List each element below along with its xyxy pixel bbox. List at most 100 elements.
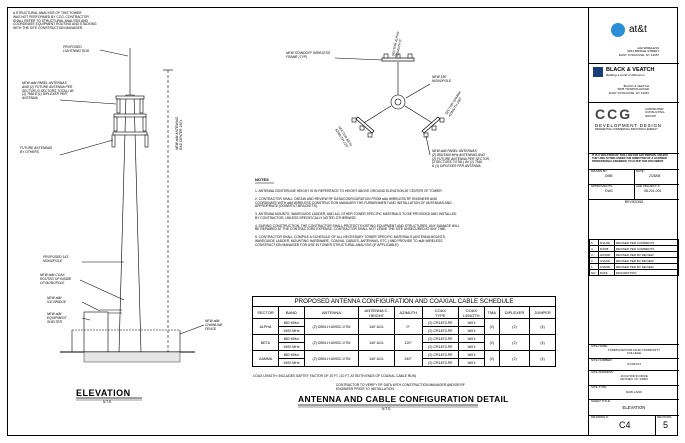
schedule-cell: (2) CR1873-PE (421, 334, 460, 343)
schedule-header: TMA (483, 306, 500, 319)
revision-header: DESCRIPTION (613, 269, 680, 276)
schedule-cell: 140' AGL (358, 350, 395, 367)
ccg-design: DEVELOPMENT DESIGN (595, 123, 662, 128)
schedule-cell: (2) CR1873-PE (421, 318, 460, 327)
bv-name: BLACK & VEATCH (606, 67, 655, 73)
schedule-cell: (2) DBXLH-6090C-VTM (303, 318, 360, 335)
schedule-cell: BETA (251, 334, 280, 351)
antenna-schedule: PROPOSED ANTENNA CONFIGURATION AND COAXI… (251, 296, 556, 367)
schedule-header: DIPLEXER (498, 306, 531, 319)
schedule-cell: ALPHA (251, 318, 280, 335)
label-plan-panels: NEW at&t PANEL ANTENNAS (2) 850/1900 MHz… (432, 149, 490, 169)
schedule-header: ANTENNA (303, 306, 360, 319)
schedule-cell: (2) CR1873-PE (421, 326, 460, 335)
equipment-shelter (83, 311, 109, 353)
ccg-logo: CCG (595, 106, 633, 122)
note-item: 5. CONTRACTOR SHALL COMPILE A SCHEDULE O… (255, 235, 446, 247)
schedule-cell: GAMMA (251, 350, 280, 367)
schedule-cell: (2) CR1873-PE (421, 358, 460, 367)
verify-note: CONTRACTOR TO VERIFY RF DATA WITH CONSTR… (336, 383, 465, 391)
label-elev-panels: NEW at&t PANEL ANTENNAS AND (2) FUTURE A… (22, 81, 74, 101)
schedule-cell: 240° (393, 350, 423, 367)
bv-address: BLACK & VEATCH 6835 TOWPATH ROAD EAST SY… (609, 84, 650, 95)
drawing-value: C4 (619, 420, 631, 430)
antenna-mount-low (112, 131, 148, 136)
schedule-cell: (2) DBXLH-6090C-VTM (303, 334, 360, 351)
detail-scale: N.T.S. (382, 407, 391, 411)
label-ice-bridge: NEW at&t ICE BRIDGE (47, 296, 67, 304)
schedule-cell: 140' AGL (358, 334, 395, 351)
bv-tagline: Building a world of difference (606, 73, 645, 77)
note-item: 4. DURING CONSTRUCTION, THE CONTRACTOR S… (255, 223, 460, 232)
schedule-header: COAX LENGTH (458, 306, 485, 319)
schedule-cell: 160'± (458, 318, 485, 327)
structural-note: A STRUCTURAL ANALYSIS OF THIS TOWER WAS … (13, 11, 97, 31)
note-item: 1. ANTENNA CENTERLINE HEIGHT IS IN REFER… (255, 189, 443, 193)
sector-frames (355, 57, 441, 134)
label-coax: NEW at&t COAX ROUTED UP INSIDE OF MONOPO… (40, 273, 72, 285)
schedule-header: ANTENNA C. HEIGHT (358, 306, 395, 319)
label-new-monopole: NEW 150' MONOPOLE (432, 75, 452, 83)
att-logo: at&t (629, 24, 647, 35)
sheet-title-value: ELEVATION (622, 405, 646, 410)
label-lightning-rod: PROPOSED LIGHTNING ROD (63, 45, 90, 53)
schedule-cell: (2) (483, 318, 500, 335)
note-item: 3. ANTENNA MOUNTS, WAVEGUIDE LADDER, AND… (255, 212, 457, 220)
schedule-cell: (2) CR1873-PE (421, 342, 460, 351)
date-label: DATE: (636, 169, 645, 173)
site-type-label: SITE TYPE: (591, 385, 608, 389)
project-label: A&E PROJECT #: (636, 184, 661, 188)
antenna-panels (111, 98, 149, 148)
site-type-value: RAW LAND (626, 390, 642, 394)
antenna-mount-top (115, 95, 145, 100)
schedule-header: COAX TYPE (421, 306, 460, 319)
sheet-title-label: SHEET TITLE: (591, 399, 611, 403)
drawn-label: DRAWN BY: (591, 169, 608, 173)
schedule-cell: 160'± (458, 342, 485, 351)
elevation-title: ELEVATION (76, 388, 131, 398)
revisions-title: REVISIONS (624, 200, 644, 204)
label-chainlink-fence: NEW at&t CHAINLINK FENCE (205, 319, 223, 331)
site-number-label: SITE NUMBER: (591, 358, 613, 362)
schedule-cell: 850 MHz/ (278, 334, 305, 343)
revision-value: 5 (663, 420, 669, 430)
att-address: at&t WIRELESS 6841 BRIDGE STREET EAST SY… (619, 46, 660, 57)
schedule-header: SECTOR (251, 306, 280, 319)
schedule-cell: 160'± (458, 358, 485, 367)
schedule-cell: 1900 MHz (278, 342, 305, 351)
schedule-cell: 0° (393, 318, 423, 335)
att-globe-icon (611, 23, 625, 37)
label-future-antennas: FUTURE ANTENNAS BY OTHERS (20, 146, 53, 154)
schedule-cell: 120° (393, 334, 423, 351)
title-block: at&t at&t WIRELESS 6841 BRIDGE STREET EA… (588, 7, 680, 436)
elevation-scale: N.T.S. (103, 400, 112, 404)
schedule-cell: 1900 MHz (278, 326, 305, 335)
schedule-footnote: COAX LENGTH: INCLUDES SAFTEY FACTOR OF 2… (253, 374, 417, 378)
schedule-cell: (2) DBXLH-6090C-VTM (303, 350, 360, 367)
schedule-cell: (4) (529, 318, 556, 335)
schedule-cell: 160'± (458, 334, 485, 343)
schedule-header: AZIMUTH (393, 306, 423, 319)
schedule-cell: 160'± (458, 350, 485, 359)
site-number-value: SY-08-107 (626, 362, 642, 366)
notes-list: 1. ANTENNA CENTERLINE HEIGHT IS IN REFER… (255, 189, 580, 252)
label-rad-center: NEW at&t ANTENNAS RAD CENTER 140'± (175, 116, 183, 150)
schedule-cell: (2) CR1873-PE (421, 350, 460, 359)
detail-title: ANTENNA AND CABLE CONFIGURATION DETAIL (298, 394, 509, 404)
sheet-border (7, 7, 678, 436)
note-item: 2. CONTRACTOR SHALL OBTAIN AND REVIEW RF… (255, 196, 452, 209)
schedule-header: JUMPER (529, 306, 556, 319)
schedule-cell: (2) (498, 350, 531, 367)
date-value: 2/25/08 (649, 174, 661, 178)
schedule-cell: (4) (529, 350, 556, 367)
revision-label: REVISION: (657, 415, 673, 419)
ccg-firm: CARPENTER CONSULTING GROUP (645, 107, 665, 118)
schedule-cell: (2) (498, 318, 531, 335)
warning-note: IT IS A VIOLATION OF THIS LAW FOR ANY PE… (592, 154, 668, 163)
